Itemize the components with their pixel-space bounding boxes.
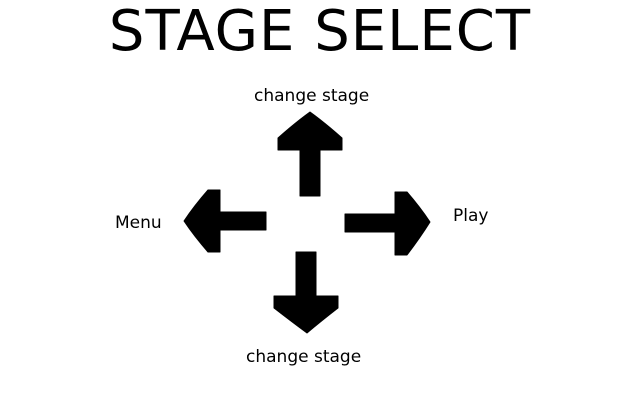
arrow-right-icon [344,191,431,256]
arrow-down-icon [273,251,339,334]
arrow-left-icon [183,189,267,253]
down-control-label: change stage [246,347,362,367]
up-control-label: change stage [254,86,370,106]
page-title: STAGE SELECT [108,0,532,64]
arrow-up-icon [277,111,343,197]
right-control-label: Play [453,206,489,226]
left-control-label: Menu [115,213,162,233]
